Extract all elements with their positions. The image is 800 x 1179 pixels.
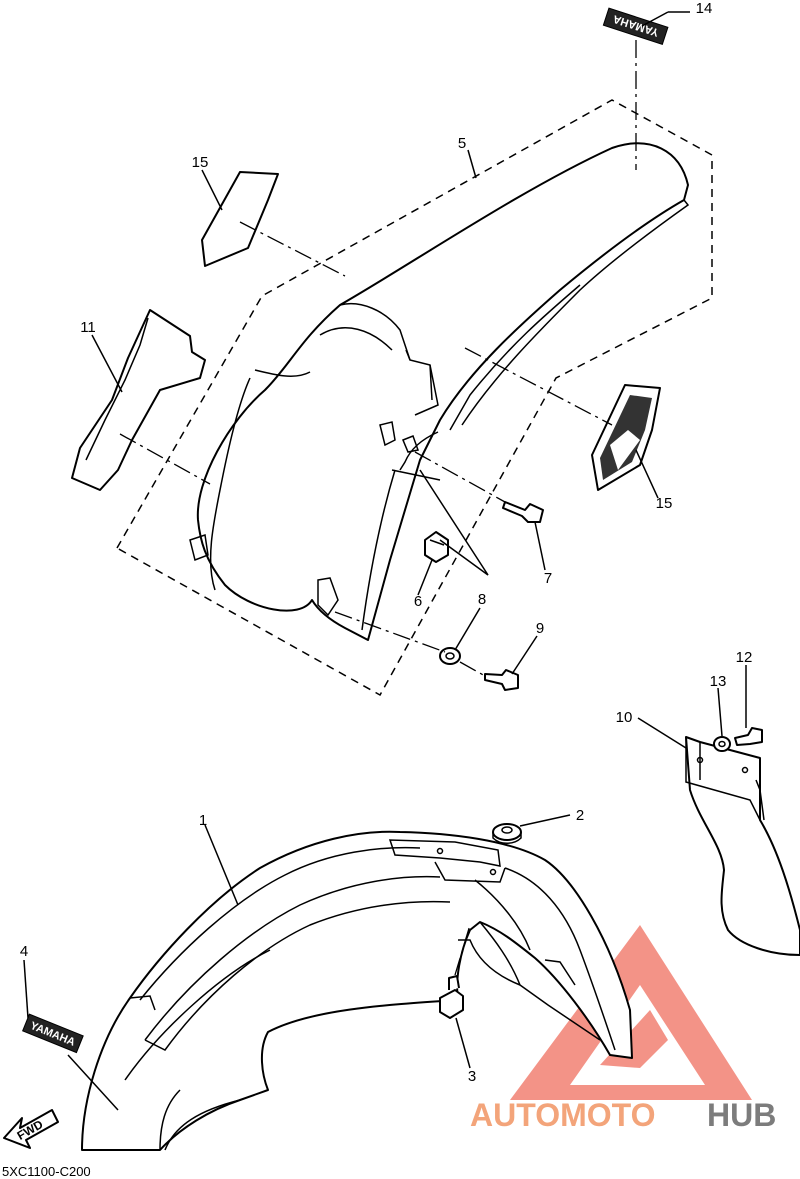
callout-12: 12	[736, 649, 753, 666]
callout-9: 9	[536, 620, 544, 637]
assembly-line	[459, 661, 486, 677]
side-decal-right	[591, 384, 661, 491]
assembly-line	[454, 924, 471, 976]
yamaha-decal-bottom: YAMAHA	[22, 1013, 84, 1054]
assembly-dashed-outline	[115, 99, 713, 697]
callout-2: 2	[576, 807, 584, 824]
callout-8: 8	[478, 591, 486, 608]
assembly-line	[239, 221, 346, 277]
watermark-triangle-icon	[510, 925, 752, 1100]
watermark-text-part2: HUB	[707, 1097, 776, 1133]
callout-7: 7	[544, 570, 552, 587]
assembly-line	[464, 347, 613, 426]
leader-lines	[23, 11, 747, 1111]
washer-13	[713, 736, 731, 752]
callout-4: 4	[20, 943, 28, 960]
callout-11: 11	[80, 319, 96, 336]
callout-10: 10	[616, 709, 633, 726]
diagram-code: 5XC1100-C200	[2, 1164, 91, 1179]
assembly-line	[119, 433, 211, 485]
nut-2	[492, 823, 522, 844]
washer-8	[439, 647, 461, 665]
callout-6: 6	[414, 593, 422, 610]
callout-labels: 14 5 15 11 15 7 6 8 9 10 13 12 2 1 4 3	[20, 0, 753, 1085]
callout-13: 13	[710, 673, 727, 690]
assembly-line	[414, 451, 506, 503]
assembly-line	[334, 611, 446, 653]
mud-flap	[685, 736, 800, 956]
front-fender	[81, 830, 633, 1151]
callout-1: 1	[199, 812, 207, 829]
callout-3: 3	[468, 1068, 476, 1085]
side-plate	[71, 309, 206, 491]
bolt-3	[439, 975, 464, 1019]
side-decal-left	[201, 171, 279, 267]
callout-15-right: 15	[656, 495, 673, 512]
bolt-9	[484, 669, 519, 691]
nut-6	[424, 531, 449, 563]
callout-15-left: 15	[192, 154, 209, 171]
yamaha-decal-top: YAMAHA	[602, 7, 669, 46]
rear-fender	[189, 142, 690, 641]
bolt-12	[734, 727, 763, 746]
fwd-arrow-icon: FWD	[3, 1109, 59, 1149]
watermark-text: AUTOMOTO HUB	[470, 1097, 776, 1133]
callout-5: 5	[458, 135, 466, 152]
callout-14: 14	[696, 0, 713, 17]
assembly-line	[419, 469, 489, 576]
bolt-7	[502, 501, 544, 523]
watermark-text-part1: AUTOMOTO	[470, 1097, 655, 1133]
